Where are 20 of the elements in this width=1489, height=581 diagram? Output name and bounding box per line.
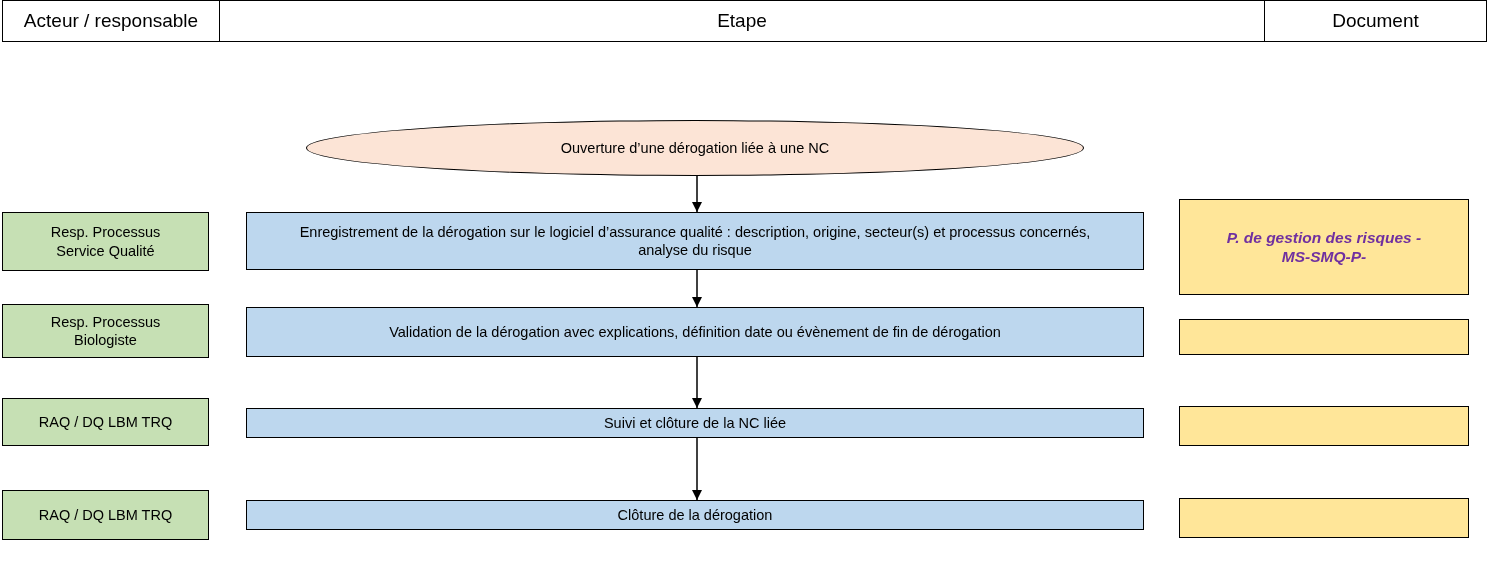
process-box: Clôture de la dérogation — [246, 500, 1144, 530]
table-header-cell: Document — [1265, 0, 1487, 42]
process-box: Validation de la dérogation avec explications, définition date ou évènement de fin de dérogation — [246, 307, 1144, 357]
arrow — [692, 356, 702, 409]
table-header-cell: Etape — [220, 0, 1265, 42]
document-box — [1179, 498, 1469, 538]
actor-box: Resp. Processus Service Qualité — [2, 212, 209, 271]
process-box: Suivi et clôture de la NC liée — [246, 408, 1144, 438]
document-box — [1179, 406, 1469, 446]
start-ellipse: Ouverture d’une dérogation liée à une NC — [306, 120, 1084, 176]
actor-box: RAQ / DQ LBM TRQ — [2, 490, 209, 540]
table-header-cell: Acteur / responsable — [2, 0, 220, 42]
document-box — [1179, 319, 1469, 355]
actor-box: Resp. Processus Biologiste — [2, 304, 209, 358]
actor-box: RAQ / DQ LBM TRQ — [2, 398, 209, 446]
arrow — [692, 269, 702, 308]
arrow — [692, 175, 702, 213]
arrow — [692, 437, 702, 501]
document-box: P. de gestion des risques - MS-SMQ-P- — [1179, 199, 1469, 295]
process-box: Enregistrement de la dérogation sur le logiciel d’assurance qualité : description, origine, secteur(s) et processus concernés, analyse du risque — [246, 212, 1144, 270]
